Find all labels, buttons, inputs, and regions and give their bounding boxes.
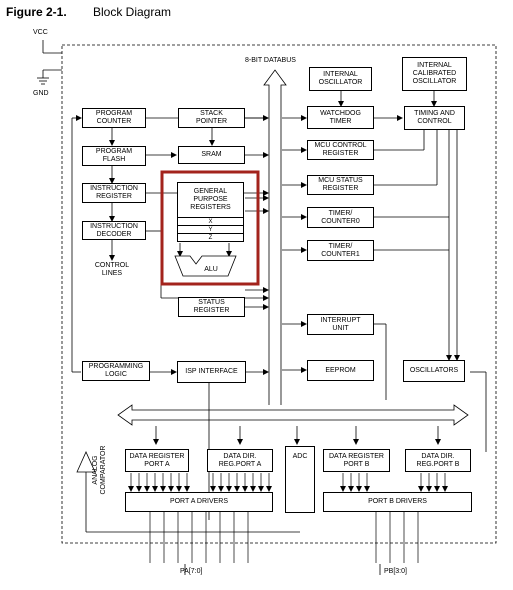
internal-calibrated-oscillator: INTERNAL CALIBRATED OSCILLATOR	[402, 57, 467, 91]
timing-and-control: TIMING AND CONTROL	[404, 106, 465, 130]
sram: SRAM	[178, 146, 245, 164]
control-lines-label: CONTROL LINES	[94, 262, 130, 277]
internal-oscillator: INTERNAL OSCILLATOR	[309, 67, 372, 91]
data-register-port-a: DATA REGISTER PORT A	[125, 449, 189, 472]
general-purpose-registers: GENERAL PURPOSE REGISTERS	[177, 182, 244, 218]
databus-label: 8-BIT DATABUS	[245, 57, 296, 64]
pa-label: PA[7:0]	[180, 568, 203, 575]
figure-label: Figure 2-1.	[6, 5, 67, 19]
status-register: STATUS REGISTER	[178, 297, 245, 317]
stack-pointer: STACK POINTER	[178, 108, 245, 128]
isp-interface: ISP INTERFACE	[177, 361, 246, 383]
port-b-drivers: PORT B DRIVERS	[323, 492, 472, 512]
data-register-port-b: DATA REGISTER PORT B	[323, 449, 390, 472]
register-z: Z	[177, 233, 244, 242]
oscillators: OSCILLATORS	[403, 360, 465, 382]
programming-logic: PROGRAMMING LOGIC	[82, 361, 150, 381]
chip-boundary	[61, 44, 497, 544]
program-flash: PROGRAM FLASH	[82, 146, 146, 166]
highlight-box	[160, 170, 260, 286]
gnd-label: GND	[33, 90, 49, 97]
alu-shape	[174, 255, 237, 277]
interrupt-unit: INTERRUPT UNIT	[307, 314, 374, 335]
figure-title: Block Diagram	[93, 5, 172, 19]
program-counter: PROGRAM COUNTER	[82, 108, 146, 128]
pb-label: PB[3:0]	[384, 568, 407, 575]
timer-counter1: TIMER/ COUNTER1	[307, 240, 374, 261]
data-dir-reg-port-a: DATA DIR. REG.PORT A	[207, 449, 273, 472]
watchdog-timer: WATCHDOG TIMER	[307, 106, 374, 129]
alu-label: ALU	[204, 266, 218, 273]
mcu-control-register: MCU CONTROL REGISTER	[307, 140, 374, 160]
port-a-drivers: PORT A DRIVERS	[125, 492, 273, 512]
instruction-register: INSTRUCTION REGISTER	[82, 183, 146, 203]
eeprom: EEPROM	[307, 360, 374, 381]
data-dir-reg-port-b: DATA DIR. REG.PORT B	[405, 449, 471, 472]
adc: ADC	[285, 446, 315, 513]
timer-counter0: TIMER/ COUNTER0	[307, 207, 374, 228]
vcc-label: VCC	[33, 29, 48, 36]
mcu-status-register: MCU STATUS REGISTER	[307, 175, 374, 195]
port-a-lines	[128, 473, 272, 563]
databus-vertical	[263, 69, 287, 405]
port-b-lines	[340, 473, 448, 563]
instruction-decoder: INSTRUCTION DECODER	[82, 221, 146, 240]
databus-horizontal	[117, 404, 469, 426]
analog-comparator-label: ANALOG COMPARATOR	[92, 445, 107, 495]
